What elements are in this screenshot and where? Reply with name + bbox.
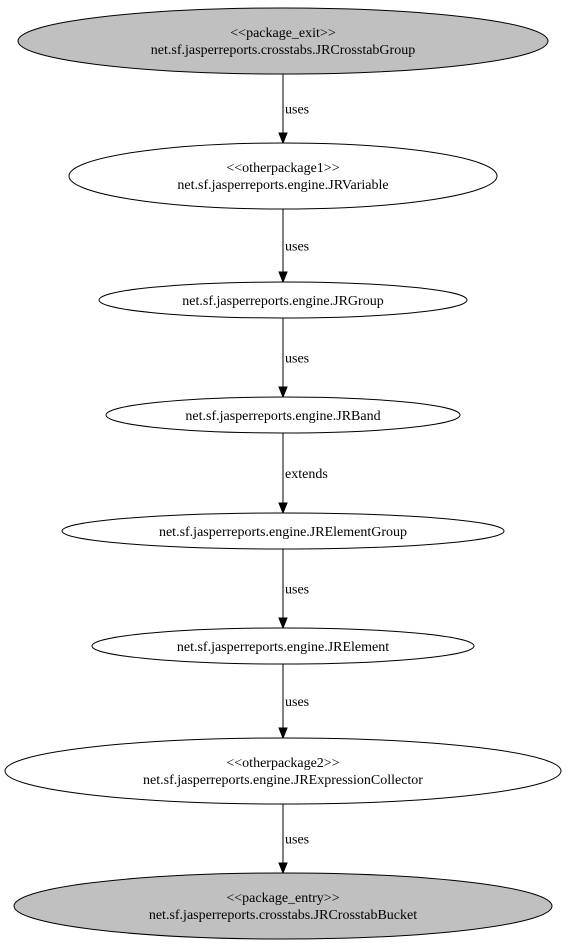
node-ellipse	[105, 396, 461, 434]
edge-label: extends	[285, 467, 328, 482]
node-n6: <<otherpackage2>> net.sf.jasperreports.en…	[4, 737, 562, 805]
node-stereotype: <<package_entry>>	[226, 891, 339, 906]
edge-label: uses	[285, 240, 309, 255]
node-n1: <<otherpackage1>> net.sf.jasperreports.en…	[68, 142, 498, 210]
node-stereotype: <<otherpackage2>>	[226, 756, 339, 771]
node-n5: net.sf.jasperreports.engine.JRElement	[91, 627, 475, 665]
node-label: net.sf.jasperreports.engine.JRElement	[177, 640, 389, 655]
edge-label: uses	[285, 103, 309, 118]
edge-label: uses	[285, 583, 309, 598]
node-label: net.sf.jasperreports.crosstabs.JRCrossta…	[151, 43, 415, 58]
edge-n0-n1: uses	[278, 74, 309, 145]
node-n3: net.sf.jasperreports.engine.JRBand	[105, 396, 461, 434]
node-ellipse	[13, 872, 553, 940]
node-label: net.sf.jasperreports.engine.JRGroup	[182, 294, 383, 309]
node-ellipse	[68, 142, 498, 210]
arrowhead-icon	[278, 386, 288, 399]
node-label: net.sf.jasperreports.engine.JRVariable	[177, 178, 388, 193]
node-ellipse	[61, 512, 505, 550]
arrowhead-icon	[278, 132, 288, 145]
edge-label: uses	[285, 833, 309, 848]
arrowhead-icon	[278, 617, 288, 630]
edge-label: uses	[285, 352, 309, 367]
edge-n1-n2: uses	[278, 209, 309, 284]
node-n4: net.sf.jasperreports.engine.JRElementGro…	[61, 512, 505, 550]
edges-layer: uses uses uses extends uses uses uses	[278, 74, 328, 875]
node-label: net.sf.jasperreports.engine.JRExpression…	[143, 773, 423, 788]
node-label: net.sf.jasperreports.engine.JRBand	[185, 409, 380, 424]
node-ellipse	[91, 627, 475, 665]
arrowhead-icon	[278, 271, 288, 284]
edge-n3-n4: extends	[278, 433, 328, 515]
node-label: net.sf.jasperreports.crosstabs.JRCrossta…	[149, 908, 417, 923]
edge-n2-n3: uses	[278, 318, 309, 399]
node-stereotype: <<package_exit>>	[230, 26, 336, 41]
arrowhead-icon	[278, 727, 288, 740]
node-ellipse	[4, 737, 562, 805]
node-stereotype: <<otherpackage1>>	[226, 161, 339, 176]
node-ellipse	[98, 281, 468, 319]
node-n2: net.sf.jasperreports.engine.JRGroup	[98, 281, 468, 319]
edge-label: uses	[285, 695, 309, 710]
edge-n5-n6: uses	[278, 664, 309, 740]
arrowhead-icon	[278, 502, 288, 515]
nodes-layer: <<package_exit>> net.sf.jasperreports.cro…	[4, 7, 562, 940]
arrowhead-icon	[278, 862, 288, 875]
node-ellipse	[17, 7, 549, 75]
node-n0: <<package_exit>> net.sf.jasperreports.cro…	[17, 7, 549, 75]
edge-n4-n5: uses	[278, 549, 309, 630]
node-n7: <<package_entry>> net.sf.jasperreports.cr…	[13, 872, 553, 940]
node-label: net.sf.jasperreports.engine.JRElementGro…	[159, 525, 407, 540]
edge-n6-n7: uses	[278, 804, 309, 875]
